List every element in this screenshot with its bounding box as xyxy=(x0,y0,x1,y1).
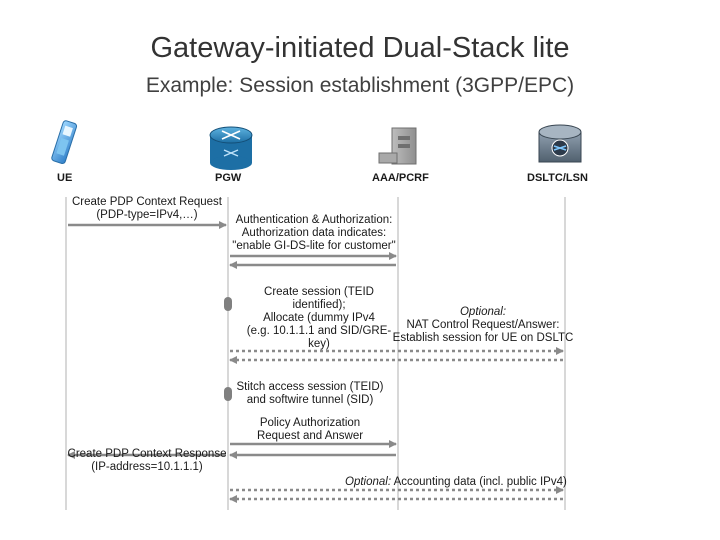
aaa-pcrf-label: AAA/PCRF xyxy=(372,172,429,184)
auth-label: Authentication & Authorization: Authoriz… xyxy=(232,214,396,252)
stitch-label: Stitch access session (TEID) and softwir… xyxy=(236,381,384,406)
server-icon xyxy=(378,127,417,165)
message-arrows xyxy=(67,221,564,503)
create-session-marker xyxy=(224,297,232,311)
diagram-subtitle: Example: Session establishment (3GPP/EPC… xyxy=(145,74,575,97)
create-pdp-request-label: Create PDP Context Request (PDP-type=IPv… xyxy=(71,196,222,221)
accounting-label: Optional: Accounting data (incl. public … xyxy=(345,476,567,488)
pgw-label: PGW xyxy=(215,172,242,184)
dsltc-lsn-label: DSLTC/LSN xyxy=(527,172,588,184)
ue-label: UE xyxy=(57,172,73,184)
lifelines xyxy=(65,197,566,510)
create-pdp-response-label: Create PDP Context Response (IP-address=… xyxy=(67,448,227,473)
nat-control-label: Optional: NAT Control Request/Answer: Es… xyxy=(392,306,574,344)
activation-markers xyxy=(224,297,232,401)
policy-label: Policy Authorization Request and Answer xyxy=(256,417,364,442)
create-session-label: Create session (TEID identified); Alloca… xyxy=(246,286,392,350)
mobile-phone-icon xyxy=(51,120,78,164)
stitch-marker xyxy=(224,387,232,401)
router-icon xyxy=(209,126,253,170)
switch-icon xyxy=(538,124,582,163)
diagram-title: Gateway-initiated Dual-Stack lite xyxy=(150,32,570,64)
